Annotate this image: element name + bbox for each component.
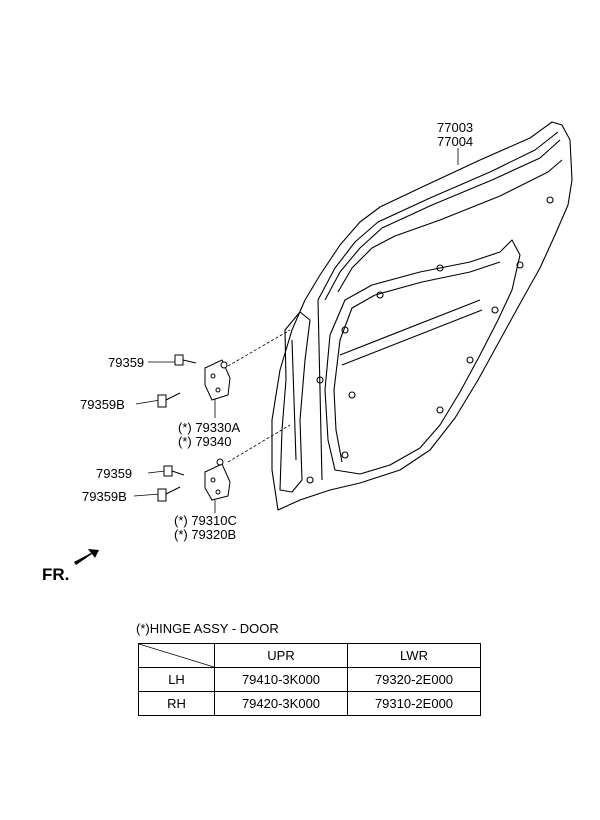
callout-upper-bolt-b: 79359B: [80, 397, 125, 412]
table-corner-cell: [138, 643, 215, 668]
lower-hinge: [204, 458, 231, 501]
cell-upr: 79410-3K000: [214, 667, 348, 692]
callout-lower-hinge-1: (*) 79310C: [174, 513, 237, 528]
callout-upper-bolt: 79359: [108, 355, 145, 370]
callout-lower-bolt: 79359: [96, 466, 133, 481]
upper-hinge: [204, 359, 231, 401]
callout-upper-hinge-2: (*) 79340: [178, 434, 232, 449]
side-impact-beam: [339, 299, 483, 366]
lower-bolt-b: [157, 486, 181, 502]
diagonal-divider: [139, 644, 214, 667]
door-inner-opening: [324, 239, 521, 475]
callout-lower-bolt-b: 79359B: [82, 489, 127, 504]
cell-upr: 79420-3K000: [214, 691, 348, 716]
door-outer-outline: [271, 121, 573, 511]
window-frame-inner: [337, 159, 563, 293]
legend-title: (*)HINGE ASSY - DOOR: [136, 621, 279, 636]
window-frame: [317, 131, 561, 301]
cell-lwr: 79310-2E000: [347, 691, 481, 716]
callout-77003: 77003: [437, 120, 474, 135]
cell-lwr: 79320-2E000: [347, 667, 481, 692]
row-side: LH: [138, 667, 215, 692]
table-row: RH 79420-3K000 79310-2E000: [138, 691, 481, 716]
front-arrow-icon: [74, 549, 99, 565]
front-marker: FR.: [42, 565, 70, 584]
col-header-lwr: LWR: [347, 643, 481, 668]
hinge-pillar: [279, 311, 311, 493]
lower-bolt: [163, 465, 185, 477]
table-header-row: UPR LWR: [138, 643, 481, 668]
upper-bolt: [174, 354, 197, 366]
callout-lower-hinge-2: (*) 79320B: [174, 527, 237, 542]
table-row: LH 79410-3K000 79320-2E000: [138, 667, 481, 692]
callout-77004: 77004: [437, 134, 474, 149]
callout-upper-hinge-1: (*) 79330A: [178, 420, 241, 435]
col-header-upr: UPR: [214, 643, 348, 668]
hinge-table: UPR LWR LH 79410-3K000 79320-2E000 RH 79…: [138, 643, 481, 716]
door-diagram: [74, 121, 573, 565]
upper-bolt-b: [157, 392, 181, 408]
row-side: RH: [138, 691, 215, 716]
